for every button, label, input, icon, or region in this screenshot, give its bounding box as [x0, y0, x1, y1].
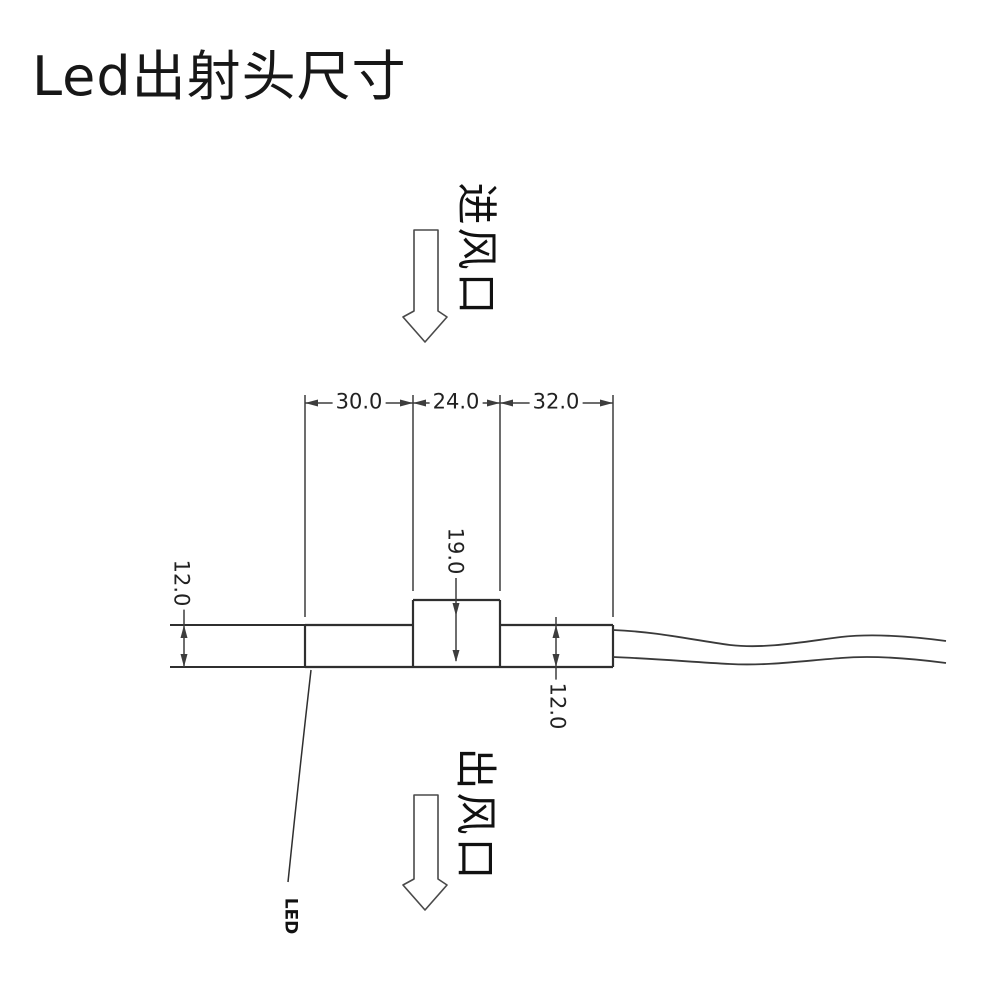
cable-wavy-lines: [612, 629, 947, 666]
air-inlet-label: 进风口: [452, 182, 501, 318]
led-leader-line: [287, 669, 312, 883]
right-height-dimension-line: [552, 617, 560, 680]
led-callout-label: LED: [280, 897, 301, 935]
dimension-value-32: 32.0: [529, 391, 583, 413]
top-dimension-lines: [304, 395, 614, 617]
left-height-dimension-line: [180, 606, 188, 667]
center-height-dimension-line: [452, 578, 460, 662]
dimension-value-right-12: 12.0: [546, 679, 570, 733]
dimension-value-left-12: 12.0: [170, 556, 194, 610]
device-body-outline: [303, 598, 615, 669]
dimension-value-24: 24.0: [429, 391, 483, 413]
emitter-tube-outline: [170, 624, 305, 668]
dimension-value-19: 19.0: [444, 524, 468, 578]
dimension-value-30: 30.0: [332, 391, 386, 413]
air-inlet-down-arrow-icon: [402, 229, 448, 343]
top-dimension-arrowheads: [305, 399, 613, 407]
page-title: Led出射头尺寸: [32, 45, 407, 108]
air-outlet-label: 出风口: [451, 747, 500, 883]
air-outlet-down-arrow-icon: [402, 794, 448, 911]
